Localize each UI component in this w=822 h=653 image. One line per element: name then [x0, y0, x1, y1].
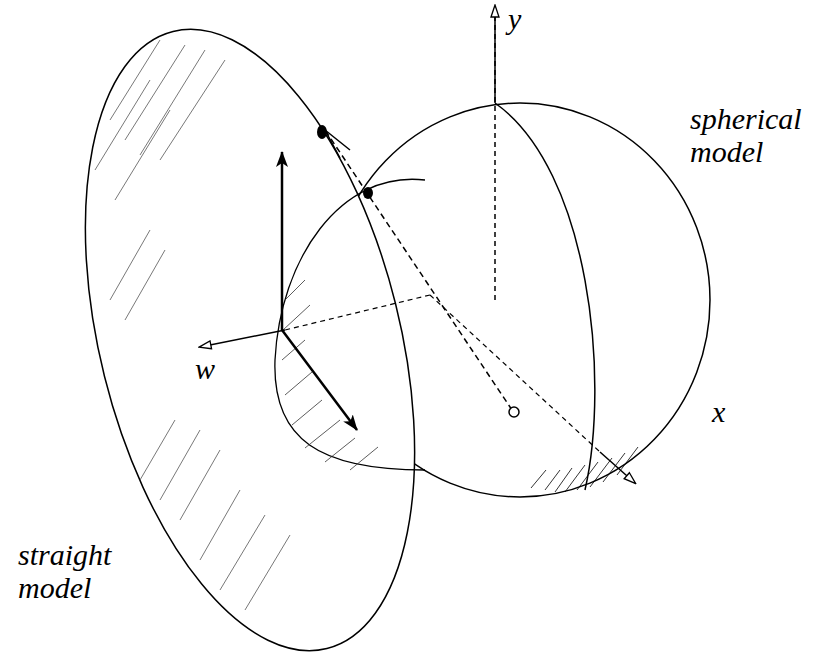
axis-label: w: [195, 352, 235, 385]
model-label: spherical model: [690, 102, 818, 168]
axis-label: x: [712, 395, 752, 428]
model-label: straight model: [18, 538, 153, 604]
axis-label: y: [508, 2, 548, 35]
